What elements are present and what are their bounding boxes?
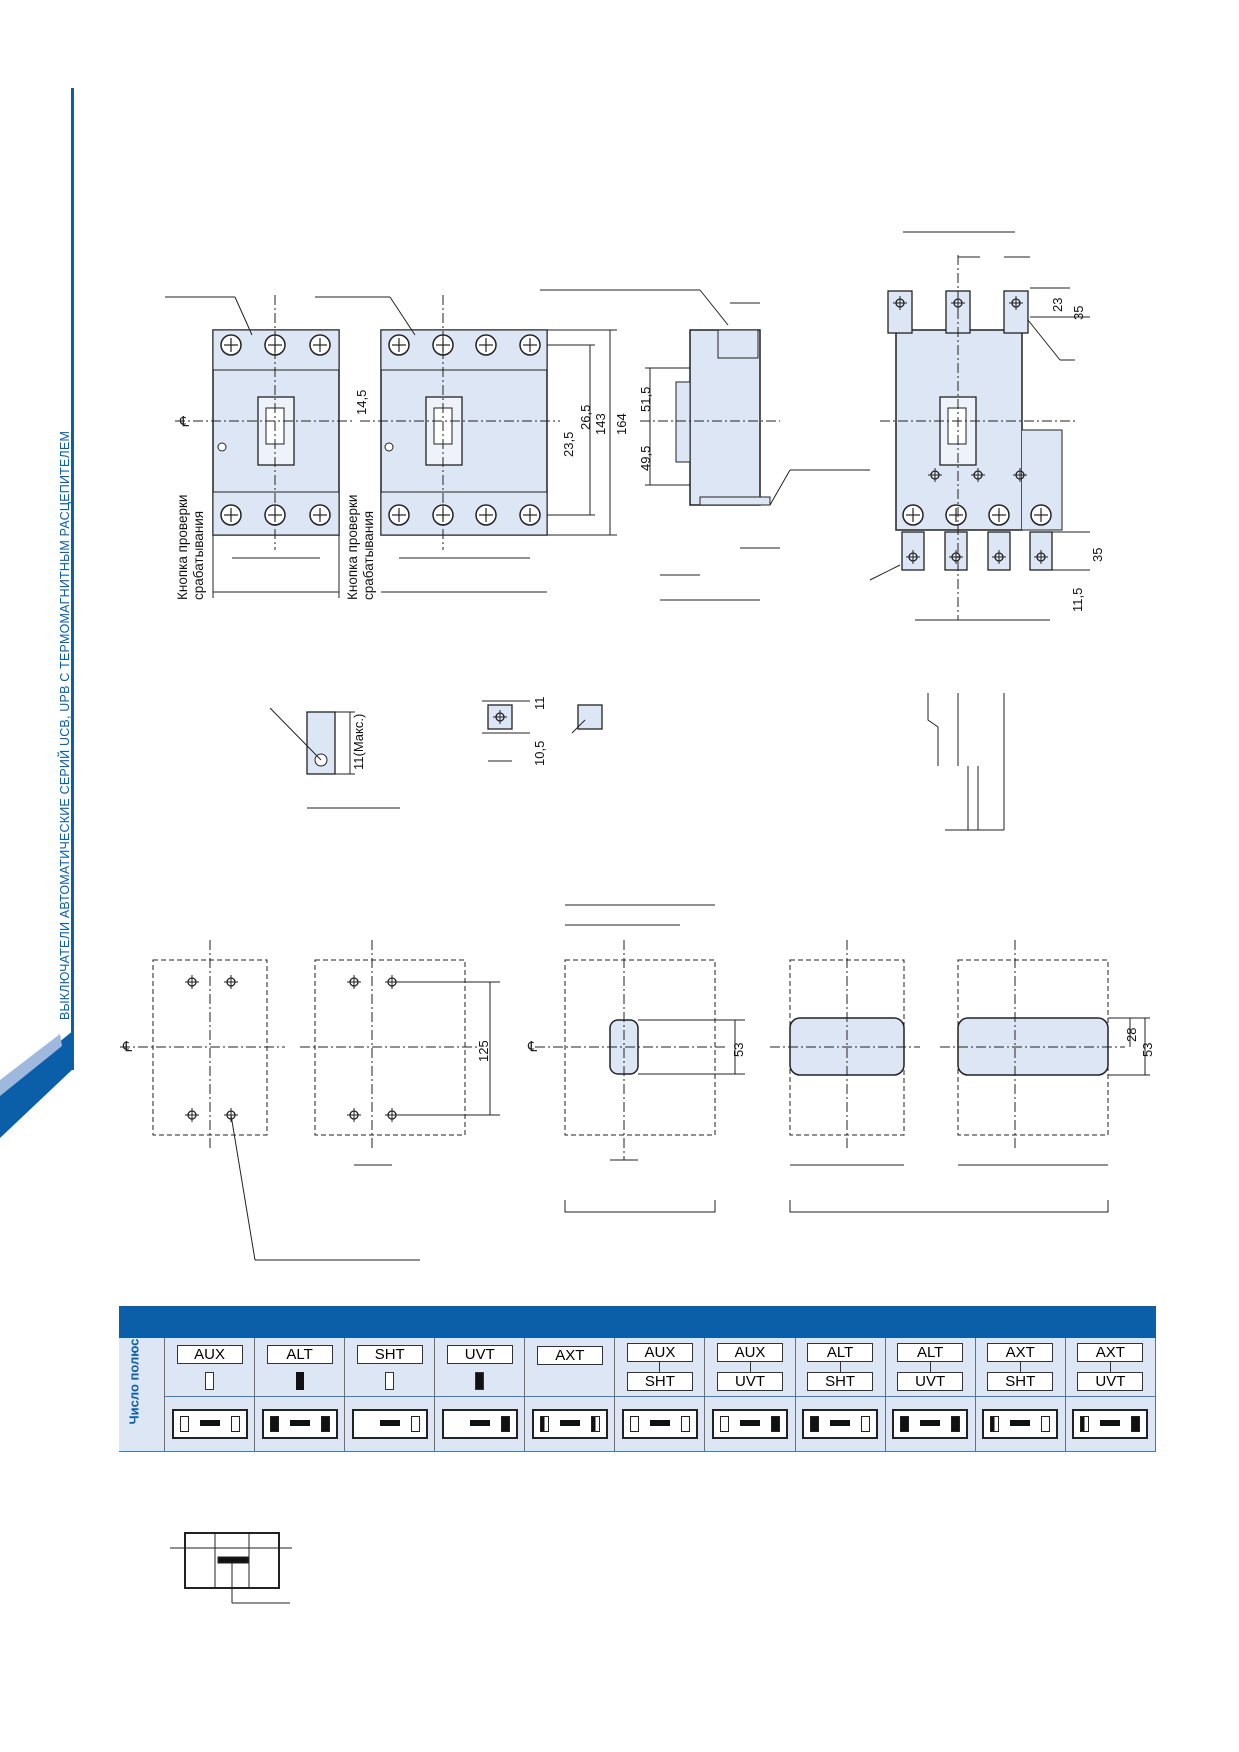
corner-wedge xyxy=(0,1030,74,1138)
dim-35a: 35 xyxy=(1071,306,1086,320)
dim-35b: 35 xyxy=(1090,548,1105,562)
svg-text:℄: ℄ xyxy=(527,1038,537,1054)
svg-text:℄: ℄ xyxy=(122,1038,132,1054)
mini-open-icon xyxy=(385,1371,395,1390)
cutout-4p xyxy=(300,940,500,1166)
svg-text:℄: ℄ xyxy=(179,413,189,429)
col-axt: AXT xyxy=(524,1338,616,1397)
breaker-front-4p xyxy=(315,295,617,593)
symbol-axt-uvt-icon xyxy=(1072,1409,1149,1439)
dim-11: 11 xyxy=(532,697,547,711)
test-button-label-2a: Кнопка проверки xyxy=(345,495,360,600)
symbol-uvt-icon xyxy=(441,1409,518,1439)
mini-open-icon xyxy=(205,1371,215,1390)
symbol-alt-uvt-icon xyxy=(892,1409,969,1439)
dim-143: 143 xyxy=(593,413,608,435)
max-label: 11(Макс.) xyxy=(351,714,366,770)
dim-49-5: 49,5 xyxy=(638,446,653,471)
dim-23-5: 23,5 xyxy=(561,432,576,457)
symbol-alt-icon xyxy=(261,1409,338,1439)
dim-164: 164 xyxy=(614,413,629,435)
symbol-axt-icon xyxy=(531,1409,608,1439)
test-button-label-2b: срабатывания xyxy=(361,511,376,600)
symbol-aux-uvt-icon xyxy=(712,1409,788,1439)
dim-53a: 53 xyxy=(731,1043,746,1057)
breaker-side-view xyxy=(540,289,870,601)
side-accent-rule xyxy=(71,88,74,1070)
mini-filled-icon xyxy=(295,1371,304,1390)
section-detail xyxy=(927,693,1005,831)
symbol-aux-sht-icon xyxy=(621,1409,698,1439)
table-header-band xyxy=(119,1306,1156,1338)
breaker-rear-view xyxy=(869,231,1090,621)
breaker-front-3p xyxy=(165,295,355,598)
dim-51-5: 51,5 xyxy=(638,387,653,412)
dim-11-5: 11,5 xyxy=(1070,588,1085,612)
symbol-sht-icon xyxy=(351,1409,428,1439)
mini-filled-icon xyxy=(475,1371,485,1390)
symbol-axt-sht-icon xyxy=(982,1409,1059,1439)
test-button-label-1a: Кнопка проверки xyxy=(175,495,190,600)
dim-125: 125 xyxy=(476,1040,491,1062)
cutout-handle xyxy=(535,904,745,1213)
col-alt: ALT xyxy=(254,1338,346,1397)
cutout-3p xyxy=(120,940,420,1261)
hole-detail xyxy=(482,700,603,762)
symbol-aux-icon xyxy=(171,1409,248,1439)
symbol-alt-sht-icon xyxy=(802,1409,879,1439)
dim-28: 28 xyxy=(1124,1028,1139,1042)
test-button-label-1b: срабатывания xyxy=(191,511,206,600)
dim-53b: 53 xyxy=(1140,1043,1155,1057)
col-uvt: UVT xyxy=(434,1338,526,1397)
cutout-toggle-4p xyxy=(940,940,1150,1166)
dim-26-5: 26,5 xyxy=(578,405,593,430)
table-row-symbols xyxy=(119,1396,1157,1452)
dim-23: 23 xyxy=(1050,298,1065,312)
col-sht: SHT xyxy=(344,1338,436,1397)
legend-symbol-sample xyxy=(170,1532,292,1604)
dim-10-5: 10,5 xyxy=(532,741,547,766)
cutout-toggle-3p xyxy=(770,940,1109,1213)
terminal-detail xyxy=(269,707,400,809)
poles-header: Число полюсов xyxy=(119,1323,165,1452)
col-aux: AUX xyxy=(164,1338,256,1397)
dim-14-5: 14,5 xyxy=(354,390,369,415)
